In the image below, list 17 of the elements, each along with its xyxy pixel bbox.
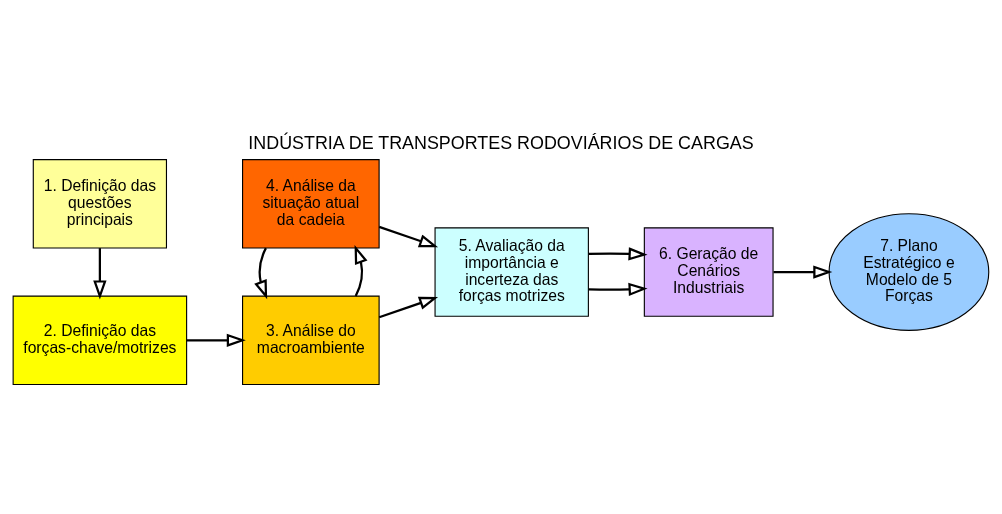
arrow: [93, 247, 107, 299]
node-box: 3. Análise do macroambiente: [242, 295, 380, 385]
node-box: 5. Avaliação da importância e incerteza das forças motrizes: [434, 226, 589, 317]
arrow: [354, 244, 368, 297]
arrow: [378, 225, 439, 247]
arrow: [588, 282, 648, 296]
node-box: 2. Definição das forças-chave/motrizes: [12, 295, 188, 385]
arrow: [773, 264, 833, 279]
node-box: 4. Análise da situação atual da cadeia: [242, 158, 380, 249]
node-box: 1. Definição das questões principais: [32, 158, 167, 249]
arrow: [378, 296, 439, 318]
diagram-title: INDÚSTRIA DE TRANSPORTES RODOVIÁRIOS DE CARGAS: [248, 132, 754, 153]
node-box: 6. Geração de Cenários Industriais: [643, 226, 774, 317]
node-ellipse: 7. Plano Estratégico e Modelo de 5 Forças: [828, 212, 990, 331]
arrow: [588, 246, 648, 261]
arrow: [254, 247, 268, 299]
arrow: [186, 333, 246, 347]
